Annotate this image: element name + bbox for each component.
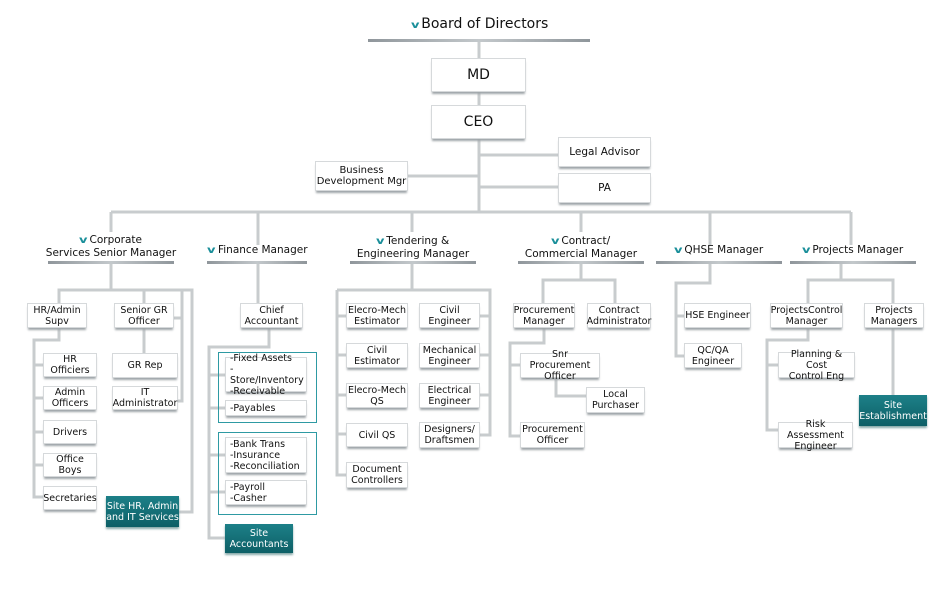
gr-rep-box[interactable]: GR Rep	[112, 353, 178, 378]
legal-advisor-box[interactable]: Legal Advisor	[558, 137, 651, 167]
accounts-group-1	[218, 352, 317, 423]
snr-procurement-officer-box[interactable]: Snr Procurement Officer	[520, 349, 600, 382]
document-controllers-box[interactable]: Document Controllers	[346, 462, 408, 488]
procurement-officer-box[interactable]: Procurement Officer	[520, 422, 585, 448]
local-purchaser-box[interactable]: Local Purchaser	[586, 387, 645, 413]
hse-engineer-box[interactable]: HSE Engineer	[684, 303, 751, 328]
it-administrator-box[interactable]: IT Administrator	[112, 386, 178, 410]
dept-bar	[207, 261, 307, 264]
site-hr-admin-it-services-box[interactable]: Site HR, Admin and IT Services	[106, 496, 179, 527]
chevron-down-icon: v	[410, 20, 420, 31]
civil-estimator-box[interactable]: Civil Estimator	[346, 343, 408, 368]
chevron-down-icon: v	[673, 245, 683, 256]
planning-cost-control-box[interactable]: Planning & Cost Control Eng	[778, 349, 855, 382]
risk-assessment-engineer-box[interactable]: Risk Assessment Engineer	[778, 419, 853, 452]
bank-trans-box[interactable]: -Bank Trans -Insurance -Reconciliation	[225, 437, 307, 473]
chevron-down-icon: v	[207, 245, 216, 256]
mechanical-engineer-box[interactable]: Mechanical Engineer	[419, 343, 480, 368]
dept-bar	[350, 261, 476, 264]
chevron-down-icon: v	[550, 236, 560, 247]
business-development-box[interactable]: Business Development Mgr	[315, 161, 408, 191]
projects-control-manager-box[interactable]: ProjectsControl Manager	[770, 303, 843, 328]
chevron-down-icon: v	[375, 236, 385, 247]
board-bar	[368, 39, 590, 42]
hr-officiers-box[interactable]: HR Officiers	[43, 353, 97, 377]
pa-box[interactable]: PA	[558, 173, 651, 203]
site-establishment-box[interactable]: Site Establishment	[859, 395, 927, 426]
senior-gr-officer-box[interactable]: Senior GR Officer	[114, 303, 174, 328]
procurement-manager-box[interactable]: Procurement Manager	[513, 303, 575, 328]
elecro-mech-estimator-box[interactable]: Elecro-Mech Estimator	[346, 303, 408, 328]
civil-qs-box[interactable]: Civil QS	[346, 423, 408, 447]
dept-bar	[790, 261, 916, 264]
chief-accountant-box[interactable]: Chief Accountant	[240, 303, 303, 328]
ceo-box[interactable]: CEO	[431, 105, 526, 139]
chevron-down-icon: v	[79, 235, 88, 246]
accounts-group-2	[218, 432, 317, 515]
dept-bar	[48, 261, 174, 264]
civil-engineer-box[interactable]: Civil Engineer	[419, 303, 480, 328]
dept-bar	[656, 261, 782, 264]
office-boys-box[interactable]: Office Boys	[43, 453, 97, 477]
elecro-mech-qs-box[interactable]: Elecro-Mech QS	[346, 383, 408, 408]
designers-draftsmen-box[interactable]: Designers/ Draftsmen	[419, 422, 480, 448]
qc-qa-engineer-box[interactable]: QC/QA Engineer	[684, 343, 742, 368]
electrical-engineer-box[interactable]: Electrical Engineer	[419, 383, 480, 408]
site-accountants-box[interactable]: Site Accountants	[225, 524, 293, 553]
hr-admin-supv-box[interactable]: HR/Admin Supv	[27, 303, 87, 328]
dept-bar	[518, 261, 644, 264]
fixed-assets-box[interactable]: -Fixed Assets -Store/Inventory -Receivab…	[225, 353, 307, 397]
payroll-box[interactable]: -Payroll -Casher	[225, 480, 307, 505]
payables-box[interactable]: -Payables	[225, 400, 307, 416]
drivers-box[interactable]: Drivers	[43, 420, 97, 444]
contract-administrator-box[interactable]: Contract Administrator	[586, 303, 652, 328]
chevron-down-icon: v	[801, 245, 811, 256]
admin-officers-box[interactable]: Admin Officers	[43, 386, 97, 410]
md-box[interactable]: MD	[431, 58, 526, 92]
secretaries-box[interactable]: Secretaries	[43, 486, 97, 510]
projects-managers-box[interactable]: Projects Managers	[864, 303, 924, 328]
